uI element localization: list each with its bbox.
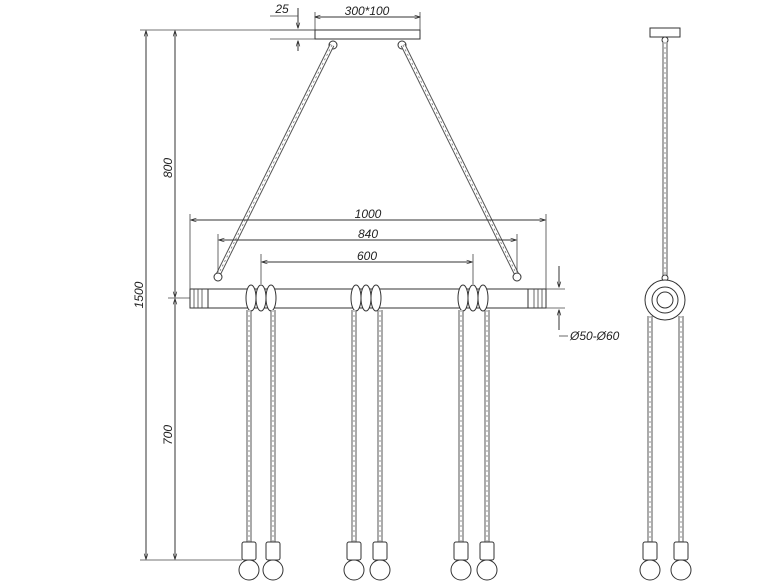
bar-end-cap-right <box>527 288 547 309</box>
bulb <box>450 541 472 581</box>
bulb <box>343 541 365 581</box>
dim-canopy-offset: 25 <box>274 2 289 16</box>
dimension-lines: 300*100 25 1500 800 700 1000 840 <box>132 2 620 561</box>
ceiling-canopy <box>314 29 421 40</box>
side-view <box>639 27 692 581</box>
dim-bar-length: 1000 <box>355 207 382 221</box>
dim-total-height: 1500 <box>132 281 146 308</box>
bulb <box>639 541 661 581</box>
dim-pendant-spacing: 600 <box>357 249 377 263</box>
bulb <box>670 541 692 581</box>
side-canopy <box>649 27 681 38</box>
bulb <box>238 541 260 581</box>
bulb <box>369 541 391 581</box>
hanging-ropes <box>246 310 490 542</box>
dim-bar-diameter: Ø50-Ø60 <box>569 329 620 343</box>
bulb <box>476 541 498 581</box>
front-view <box>189 29 547 581</box>
bar-hook-left <box>213 272 223 282</box>
dim-suspension-height: 800 <box>161 158 175 178</box>
bulb <box>262 541 284 581</box>
suspension-rope-left <box>215 43 335 277</box>
side-hanging-ropes <box>647 316 684 542</box>
bar-hook-right <box>512 272 522 282</box>
dim-cable-spacing: 840 <box>358 227 378 241</box>
rope-wraps <box>245 284 489 312</box>
bulb-group <box>238 541 498 581</box>
suspension-rope-right <box>400 43 520 277</box>
dim-canopy-size: 300*100 <box>345 4 390 18</box>
bar-end-cap-left <box>189 288 209 309</box>
dim-pendant-drop: 700 <box>161 425 175 445</box>
